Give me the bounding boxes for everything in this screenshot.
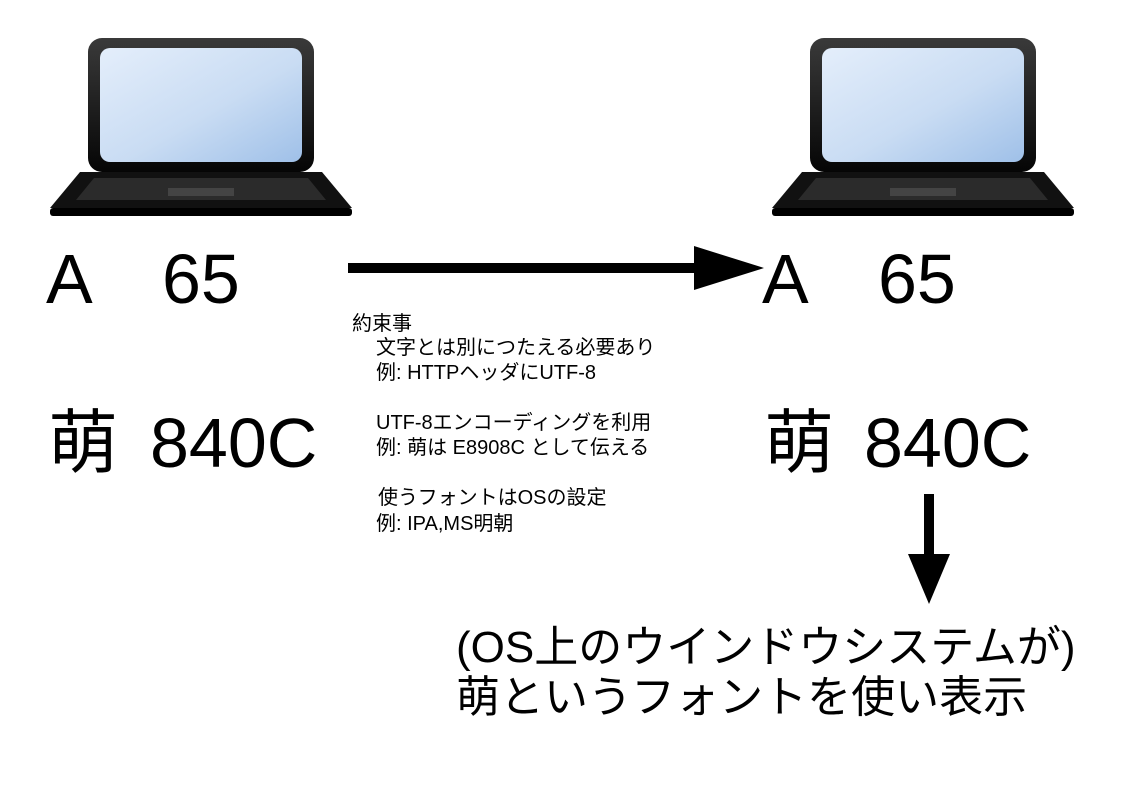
left-code-moe: 840C (150, 404, 318, 482)
left-code-a: 65 (162, 240, 240, 318)
agreement-line-5: 使うフォントはOSの設定 (378, 487, 607, 509)
left-char-a: A (46, 240, 93, 318)
agreement-heading: 約束事 (352, 313, 412, 335)
right-char-a: A (762, 240, 809, 318)
right-char-moe: 萌 (764, 404, 834, 482)
agreement-line-6: 例: IPA,MS明朝 (376, 513, 514, 535)
right-code-a: 65 (878, 240, 956, 318)
agreement-line-1: 文字とは別につたえる必要あり (376, 337, 656, 359)
right-code-moe: 840C (864, 404, 1032, 482)
laptop-icon-left (50, 38, 352, 216)
result-line-2: 萌というフォントを使い表示 (456, 673, 1028, 722)
agreement-line-4: 例: 萌は E8908C として伝える (376, 437, 650, 459)
laptop-icon-right (772, 38, 1074, 216)
result-line-1: (OS上のウインドウシステムが) (456, 623, 1076, 672)
agreement-line-3: UTF-8エンコーディングを利用 (376, 412, 652, 434)
agreement-line-2: 例: HTTPヘッダにUTF-8 (376, 362, 596, 384)
left-char-moe: 萌 (48, 404, 118, 482)
down-arrow (908, 494, 950, 604)
transfer-arrow (348, 246, 764, 290)
